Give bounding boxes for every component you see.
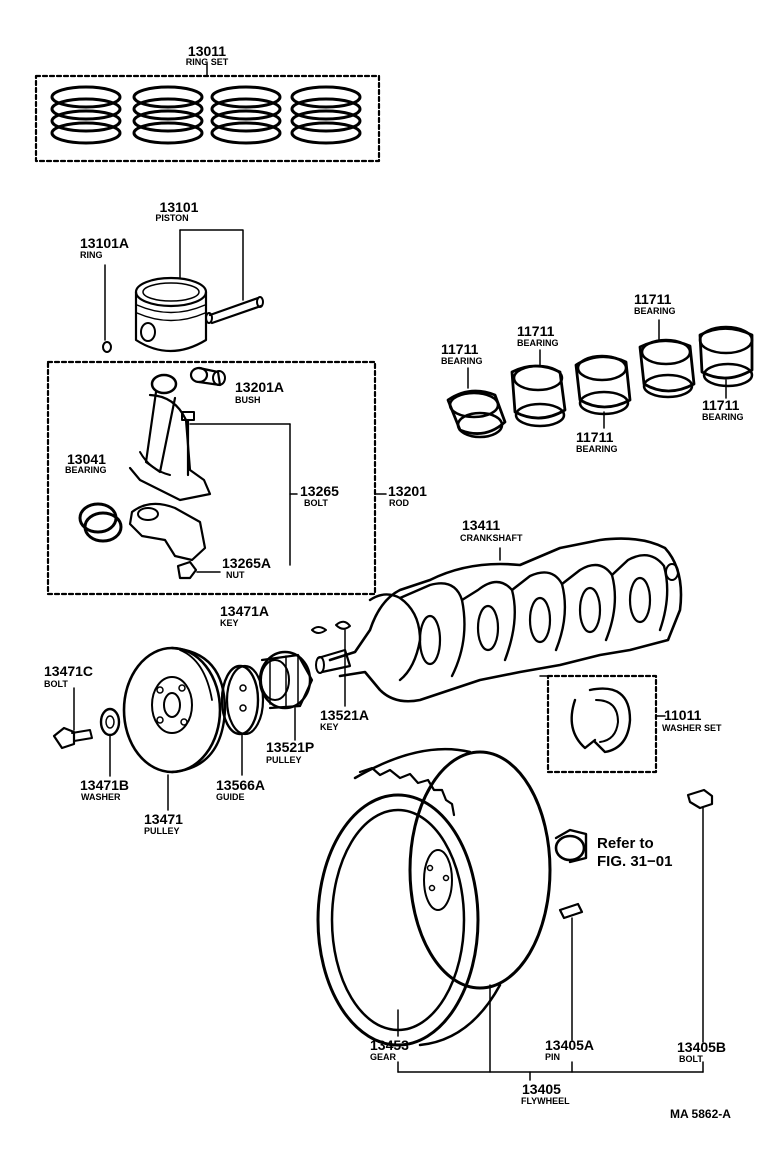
gear-number: 13453 [370, 1037, 409, 1053]
rod-bolt-number: 13265 [300, 483, 339, 499]
piston-ring-name: RING [80, 250, 103, 260]
piston-ring-stack-3 [210, 85, 282, 145]
rod-nut-number: 13265A [222, 555, 272, 571]
pulley-small-number: 13521P [266, 739, 315, 755]
ring-gear-teeth [358, 766, 456, 817]
crankshaft-group [311, 537, 683, 707]
pulley-small-name: PULLEY [266, 755, 302, 765]
main-bearing-5-name: BEARING [702, 412, 744, 422]
bush-number: 13201A [235, 379, 285, 395]
washer-set-group [539, 674, 666, 774]
piston-ring-stack-4 [290, 85, 362, 145]
main-bearing-3-name: BEARING [576, 444, 618, 454]
crankshaft-number: 13411 [462, 517, 501, 533]
piston-clip-ring [102, 341, 112, 353]
rod-name: ROD [389, 498, 409, 508]
pulley-main-name: PULLEY [144, 826, 180, 836]
flywheel-bolt-number: 13405B [677, 1039, 727, 1055]
pulley-outer [122, 646, 222, 774]
rod-frame [46, 360, 377, 596]
flywheel-bolt-name: BOLT [679, 1054, 703, 1064]
flywheel-number: 13405 [522, 1081, 561, 1097]
piston-group [102, 229, 264, 353]
flywheel-back-rim [408, 750, 552, 990]
ring-set-group [34, 63, 381, 163]
main-bearing-5-number: 11711 [702, 397, 740, 413]
piston-body [134, 290, 208, 352]
main-bearing-1-name: BEARING [441, 356, 483, 366]
gear-name: GEAR [370, 1052, 397, 1062]
piston-ring-stack-1 [50, 85, 122, 145]
ring-set-number: 13011 [187, 43, 227, 59]
washer-name: WASHER [81, 792, 121, 802]
piston-ring-number: 13101A [80, 235, 130, 251]
main-bearing-4-number: 11711 [634, 291, 672, 307]
key-a-number: 13471A [220, 603, 270, 619]
rod-nut-name: NUT [226, 570, 245, 580]
flywheel-front-rim [316, 793, 480, 1047]
main-bearing-1-number: 11711 [441, 341, 479, 357]
reference-line-2: FIG. 31−01 [597, 853, 673, 870]
guide-number: 13566A [216, 777, 266, 793]
washer-set-name: WASHER SET [662, 723, 722, 733]
main-bearing-2-number: 11711 [517, 323, 555, 339]
crank-snout [316, 648, 352, 674]
piston-name: PISTON [155, 213, 189, 223]
crankshaft-name: CRANKSHAFT [460, 533, 523, 543]
ring-set-name: RING SET [185, 57, 229, 67]
washer-set-frame [546, 674, 658, 774]
washer-set-number: 11011 [664, 707, 702, 723]
bolt-c-name: BOLT [44, 679, 68, 689]
rod-number: 13201 [388, 483, 427, 499]
piston-ring-stack-2 [132, 85, 204, 145]
rod-bearing-number: 13041 [67, 451, 106, 467]
piston-pin [208, 296, 260, 317]
washer-number: 13471B [80, 777, 130, 793]
pin-name: PIN [545, 1052, 561, 1062]
flywheel-name: FLYWHEEL [521, 1096, 570, 1106]
main-bearing-2-name: BEARING [517, 338, 559, 348]
rod-bearing-name: BEARING [65, 465, 107, 475]
main-bearing-4-name: BEARING [634, 306, 676, 316]
rod-bolt-name: BOLT [304, 498, 328, 508]
pulley-main-number: 13471 [144, 811, 183, 827]
bolt-c-number: 13471C [44, 663, 94, 679]
piston-number: 13101 [159, 199, 199, 215]
rod-group [46, 360, 387, 596]
flywheel-group [316, 747, 714, 1081]
pin-number: 13405A [545, 1037, 595, 1053]
bush-name: BUSH [235, 395, 261, 405]
key-a-name: KEY [220, 618, 239, 628]
figure-code: MA 5862-A [670, 1107, 731, 1121]
main-bearings-group [446, 319, 754, 439]
front-end-group [52, 646, 314, 811]
crankshaft-outline [328, 537, 683, 703]
reference-line-1: Refer to [597, 835, 654, 852]
guide-name: GUIDE [216, 792, 245, 802]
main-bearing-3-number: 11711 [576, 429, 614, 445]
key-b-name: KEY [320, 722, 339, 732]
key-b-number: 13521A [320, 707, 370, 723]
